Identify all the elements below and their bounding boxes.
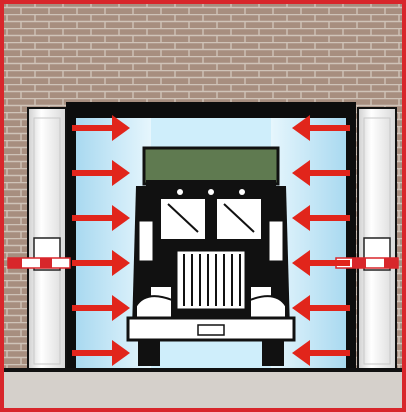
- trailer-front: [144, 148, 278, 184]
- left-tire: [138, 340, 160, 366]
- left-bumper-rail: [8, 258, 70, 268]
- left-dock-seal-pad: [28, 108, 66, 370]
- license-plate: [198, 325, 224, 335]
- right-mirror: [268, 220, 284, 262]
- right-dock-seal-pad: [358, 108, 396, 370]
- left-mirror: [138, 220, 154, 262]
- grille: [176, 250, 246, 310]
- right-tire: [262, 340, 284, 366]
- dock-floor: [4, 370, 402, 408]
- truck: [128, 148, 294, 366]
